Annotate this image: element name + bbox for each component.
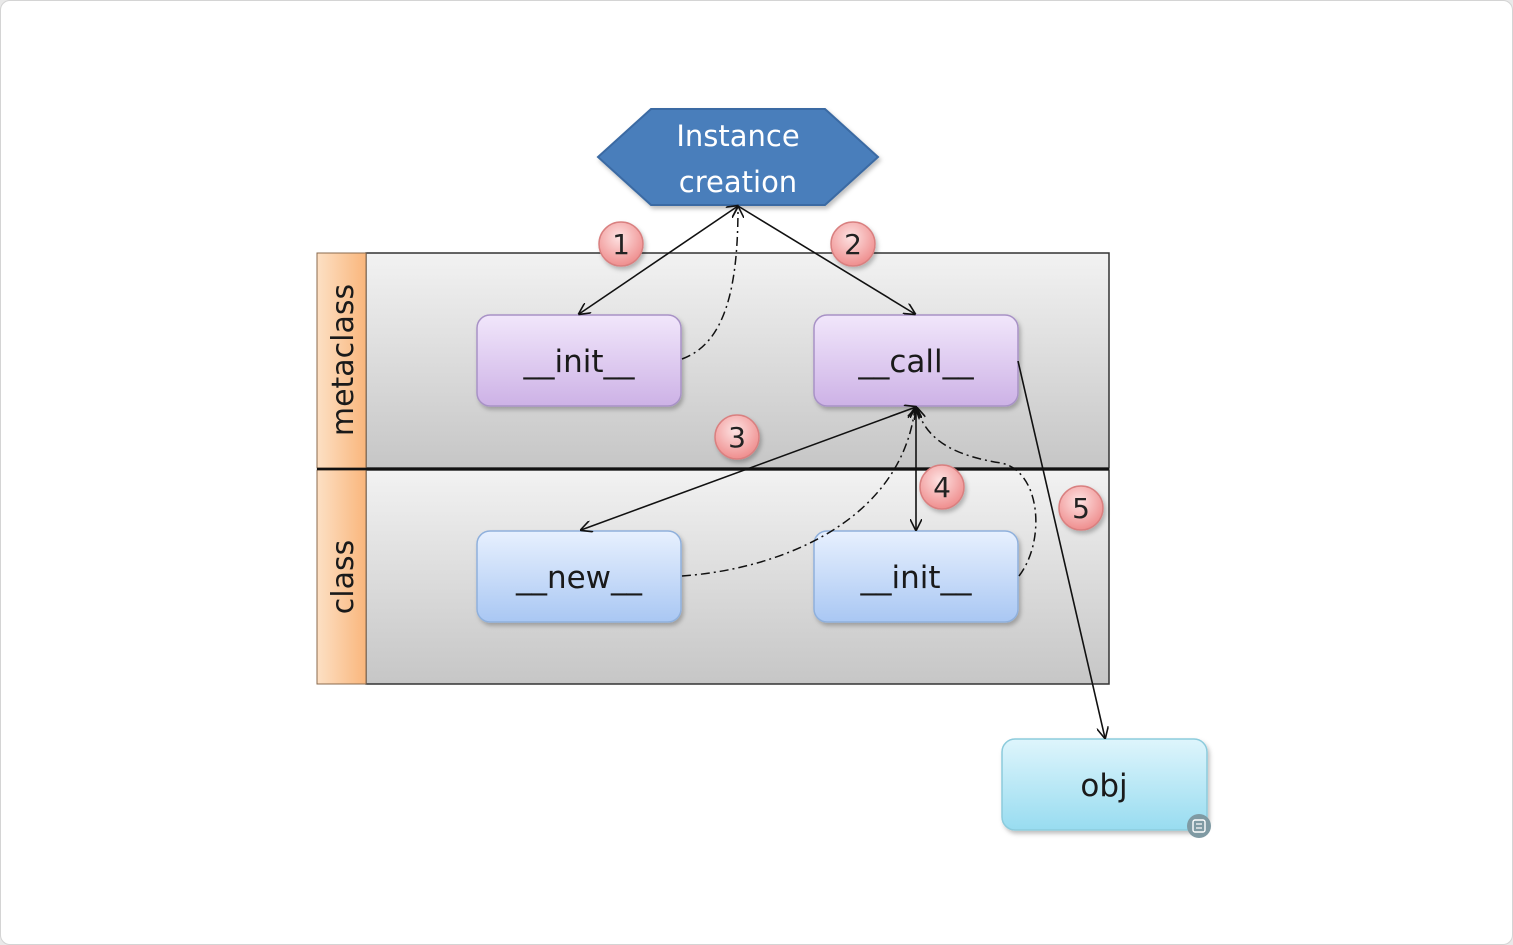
class-new-box: __new__ <box>476 530 682 623</box>
arrow-step-3 <box>581 407 916 530</box>
class-new-label: __new__ <box>515 560 643 596</box>
arrow-step-5 <box>1017 360 1105 738</box>
step-badge-3: 3 <box>714 414 760 460</box>
step-badge-3-label: 3 <box>728 421 746 454</box>
obj-box: obj <box>1001 738 1208 831</box>
step-badge-1: 1 <box>598 221 644 267</box>
class-lane-label: class <box>326 540 361 614</box>
class-init-box: __init__ <box>813 530 1019 623</box>
step-badge-5: 5 <box>1058 485 1104 531</box>
instance-creation-hexagon: Instance creation <box>596 108 880 206</box>
arrow-step-1 <box>579 206 738 314</box>
return-path-init-to-call <box>917 408 1037 577</box>
hexagon-line-1: Instance <box>676 119 799 153</box>
class-init-label: __init__ <box>859 560 972 596</box>
step-badge-1-label: 1 <box>612 228 630 261</box>
metaclass-init-box: __init__ <box>476 314 682 407</box>
metaclass-lane-label: metaclass <box>326 284 361 436</box>
arrow-step-2 <box>737 205 915 314</box>
step-badge-2-label: 2 <box>844 228 862 261</box>
metaclass-call-label: __call__ <box>857 344 974 380</box>
metaclass-call-box: __call__ <box>813 314 1019 407</box>
return-path-new-to-call <box>681 408 915 577</box>
scan-text-icon[interactable] <box>1187 814 1211 838</box>
step-badge-2: 2 <box>830 221 876 267</box>
return-path-init-to-creation <box>681 207 738 360</box>
metaclass-init-label: __init__ <box>522 344 635 380</box>
step-badge-5-label: 5 <box>1072 492 1090 525</box>
obj-label: obj <box>1080 768 1127 804</box>
hexagon-line-2: creation <box>679 165 797 199</box>
step-badge-4: 4 <box>919 464 965 510</box>
step-badge-4-label: 4 <box>933 471 951 504</box>
